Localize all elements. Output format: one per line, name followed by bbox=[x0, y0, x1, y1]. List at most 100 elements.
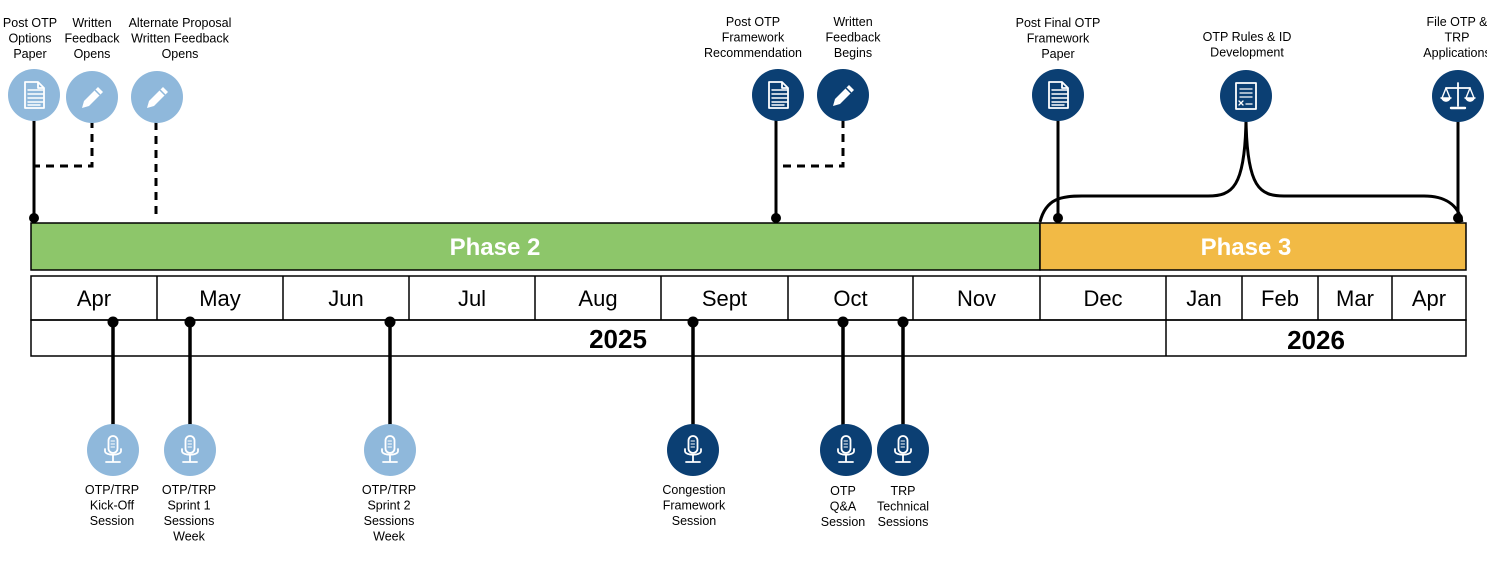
microphone-icon bbox=[87, 424, 139, 476]
milestone-label: Week bbox=[373, 530, 405, 544]
microphone-icon bbox=[667, 424, 719, 476]
timeline-dot bbox=[384, 316, 396, 328]
microphone-icon bbox=[164, 424, 216, 476]
month-label: Aug bbox=[578, 286, 617, 311]
timeline-dot bbox=[184, 316, 196, 328]
timeline-dot bbox=[1053, 213, 1063, 223]
bottom-connectors bbox=[111, 322, 905, 425]
milestone-label: Technical bbox=[877, 500, 929, 514]
month-label: Jul bbox=[458, 286, 486, 311]
timeline-dot bbox=[1453, 213, 1463, 223]
milestone-label: Post OTP bbox=[3, 16, 57, 30]
scales-icon bbox=[1432, 70, 1484, 122]
microphone-icon bbox=[877, 424, 929, 476]
dashed-connector bbox=[776, 120, 845, 168]
form-icon bbox=[1220, 70, 1272, 122]
milestone-label: Session bbox=[821, 515, 866, 529]
pencil-icon bbox=[66, 71, 118, 123]
dashed-connector bbox=[34, 120, 94, 168]
milestone-label: Feedback bbox=[826, 31, 882, 45]
month-label: Nov bbox=[957, 286, 996, 311]
month-label: Jan bbox=[1186, 286, 1221, 311]
milestone-label: Written Feedback bbox=[131, 32, 229, 46]
month-label: Mar bbox=[1336, 286, 1374, 311]
phase-bars: Phase 2 Phase 3 bbox=[30, 222, 1467, 271]
calendar-grid bbox=[30, 275, 1467, 357]
year-label-2026: 2026 bbox=[1287, 325, 1345, 355]
month-label: Apr bbox=[77, 286, 111, 311]
timeline-dot bbox=[107, 316, 119, 328]
bottom-dots bbox=[107, 316, 909, 328]
month-label: May bbox=[199, 286, 241, 311]
milestone-label: Paper bbox=[1041, 47, 1074, 61]
milestone-label: Kick-Off bbox=[90, 499, 135, 513]
year-label-2025: 2025 bbox=[589, 324, 647, 354]
month-label: Dec bbox=[1083, 286, 1122, 311]
milestone-label: Sessions bbox=[164, 514, 215, 528]
month-row bbox=[30, 275, 1467, 321]
milestone-label: Q&A bbox=[830, 500, 857, 514]
document-icon bbox=[752, 69, 804, 121]
milestone: OTP Rules & ID Development bbox=[1203, 30, 1292, 122]
milestone-label: Alternate Proposal bbox=[129, 16, 232, 30]
milestone-label: Congestion bbox=[662, 483, 725, 497]
milestone-label: Opens bbox=[74, 47, 111, 61]
timeline-dot bbox=[897, 316, 909, 328]
month-label: Oct bbox=[833, 286, 867, 311]
milestone-label: Sessions bbox=[364, 514, 415, 528]
top-connectors bbox=[32, 118, 1464, 223]
phase-2-bar bbox=[30, 222, 1041, 271]
milestone-label: Week bbox=[173, 530, 205, 544]
month-dividers bbox=[156, 276, 1393, 320]
milestone-label: Framework bbox=[722, 31, 785, 45]
pencil-icon bbox=[817, 69, 869, 121]
milestone-label: Development bbox=[1210, 46, 1284, 60]
milestone-label: OTP/TRP bbox=[162, 483, 216, 497]
milestone-label: OTP Rules & ID bbox=[1203, 30, 1292, 44]
milestone-label: Sessions bbox=[878, 515, 929, 529]
milestone-label: Options bbox=[8, 32, 51, 46]
timeline-dot bbox=[837, 316, 849, 328]
month-label: Sept bbox=[702, 286, 747, 311]
milestone-label: File OTP & bbox=[1427, 15, 1487, 29]
milestone-label: TRP bbox=[891, 484, 916, 498]
milestone-label: Begins bbox=[834, 46, 872, 60]
top-dots bbox=[29, 213, 1463, 223]
phase-3-label: Phase 3 bbox=[1201, 234, 1292, 261]
milestone-label: OTP/TRP bbox=[362, 483, 416, 497]
milestone-label: Session bbox=[90, 514, 135, 528]
milestone-label: Written bbox=[72, 16, 111, 30]
month-label: Apr bbox=[1412, 286, 1446, 311]
milestone-label: Framework bbox=[1027, 32, 1090, 46]
milestone-label: Post Final OTP bbox=[1016, 16, 1101, 30]
month-label: Feb bbox=[1261, 286, 1299, 311]
top-milestones: Post OTPOptionsPaperWrittenFeedbackOpens… bbox=[3, 15, 1487, 123]
milestone-label: TRP bbox=[1445, 31, 1470, 45]
microphone-icon bbox=[364, 424, 416, 476]
timeline-dot bbox=[687, 316, 699, 328]
milestone-label: Post OTP bbox=[726, 15, 780, 29]
milestone-label: Applications bbox=[1423, 46, 1487, 60]
microphone-icon bbox=[820, 424, 872, 476]
milestone-label: Paper bbox=[13, 47, 46, 61]
milestone-label: OTP bbox=[830, 484, 856, 498]
pencil-icon bbox=[131, 71, 183, 123]
document-icon bbox=[8, 69, 60, 121]
phase-3-brace bbox=[1038, 119, 1464, 223]
phase-2-label: Phase 2 bbox=[450, 234, 541, 261]
milestone-label: Opens bbox=[162, 47, 199, 61]
milestone-label: Feedback bbox=[65, 32, 121, 46]
milestone-label: Sprint 1 bbox=[167, 499, 210, 513]
